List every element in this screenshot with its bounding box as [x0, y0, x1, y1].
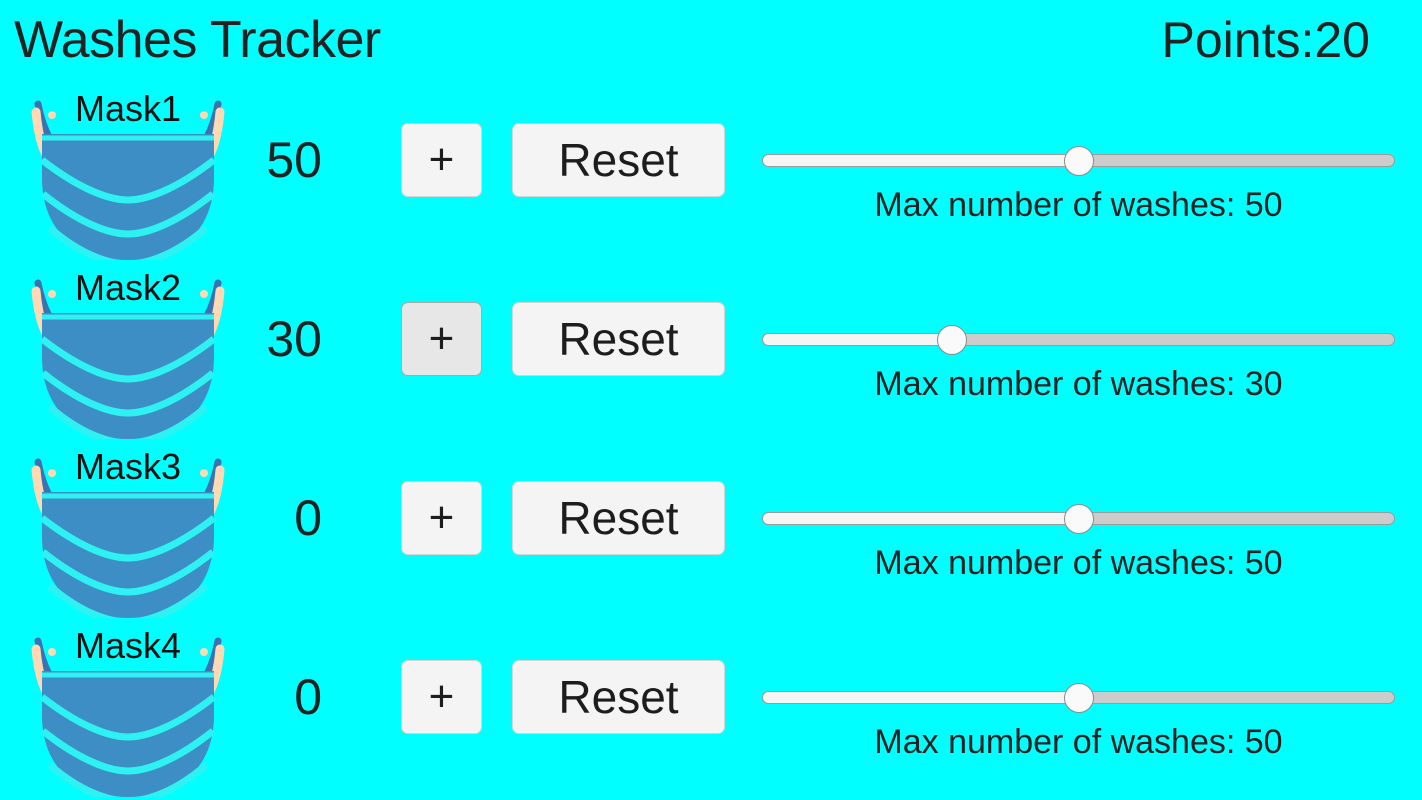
increment-button[interactable]: + — [401, 302, 482, 376]
wash-count: 30 — [266, 311, 322, 367]
page-title: Washes Tracker — [14, 11, 381, 69]
max-washes-slider[interactable] — [762, 325, 1395, 355]
slider-thumb[interactable] — [937, 325, 967, 355]
slider-caption: Max number of washes: 30 — [874, 365, 1283, 403]
slider-thumb[interactable] — [1064, 504, 1094, 534]
increment-button[interactable]: + — [401, 481, 482, 555]
wash-count: 0 — [294, 669, 322, 725]
mask-row: Mask3 0 + Reset Max number of washes: 50 — [0, 438, 1422, 618]
max-washes-slider[interactable] — [762, 683, 1395, 713]
slider-caption: Max number of washes: 50 — [874, 723, 1283, 761]
header: Washes Tracker Points:20 — [0, 0, 1422, 80]
mask-row: Mask2 30 + Reset Max number of washes: 3… — [0, 259, 1422, 439]
mask-row: Mask1 50 + Reset Max number of washes: 5… — [0, 80, 1422, 260]
slider-caption: Max number of washes: 50 — [874, 544, 1283, 582]
increment-button[interactable]: + — [401, 660, 482, 734]
max-washes-slider[interactable] — [762, 504, 1395, 534]
slider-fill — [762, 691, 1079, 704]
slider-thumb[interactable] — [1064, 683, 1094, 713]
points-counter: Points:20 — [1161, 12, 1370, 68]
wash-count: 50 — [266, 132, 322, 188]
mask-row: Mask4 0 + Reset Max number of washes: 50 — [0, 617, 1422, 797]
slider-fill — [762, 512, 1079, 525]
reset-button[interactable]: Reset — [512, 302, 725, 376]
slider-fill — [762, 333, 952, 346]
increment-button[interactable]: + — [401, 123, 482, 197]
reset-button[interactable]: Reset — [512, 123, 725, 197]
wash-count: 0 — [294, 490, 322, 546]
max-washes-slider[interactable] — [762, 146, 1395, 176]
reset-button[interactable]: Reset — [512, 660, 725, 734]
slider-caption: Max number of washes: 50 — [874, 186, 1283, 224]
slider-thumb[interactable] — [1064, 146, 1094, 176]
reset-button[interactable]: Reset — [512, 481, 725, 555]
slider-fill — [762, 154, 1079, 167]
